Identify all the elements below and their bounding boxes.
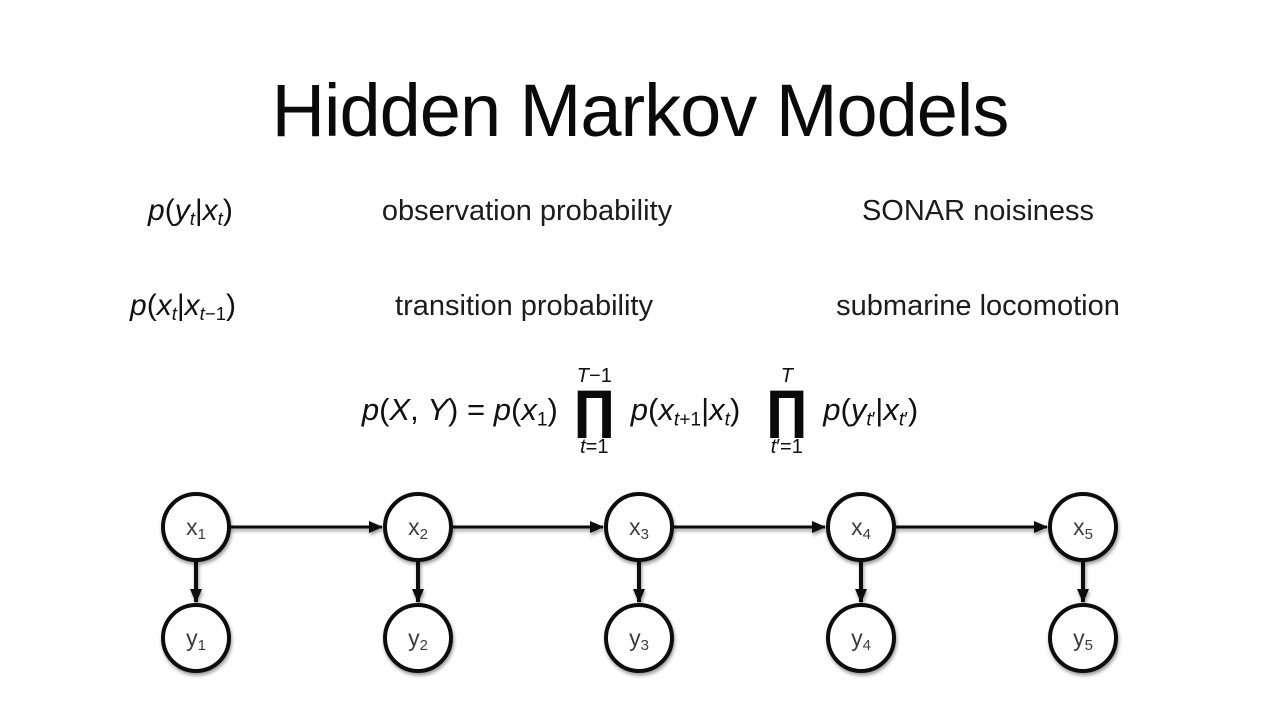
product-symbol-icon: ∏ bbox=[766, 381, 808, 442]
diagram-node-y5 bbox=[1048, 603, 1118, 673]
transition-row: p(xt|xt−1) transition probability submar… bbox=[0, 281, 1280, 331]
diagram-node-label-y5: y5 bbox=[1073, 625, 1093, 654]
diagram-node-label-x4: x4 bbox=[851, 514, 871, 543]
observation-formula: p(yt|xt) bbox=[148, 194, 233, 230]
diagram-node-x2 bbox=[383, 492, 453, 562]
transition-formula: p(xt|xt−1) bbox=[130, 289, 237, 325]
transition-label: transition probability bbox=[395, 290, 653, 322]
diagram-node-label-y1: y1 bbox=[186, 625, 206, 654]
product-operator-transitions: T−1 ∏ t=1 bbox=[574, 366, 615, 457]
diagram-node-x5 bbox=[1048, 492, 1118, 562]
joint-probability-equation: p(X, Y) = p(x1) T−1 ∏ t=1 p(xt+1|xt) T ∏… bbox=[0, 352, 1280, 472]
diagram-node-x3 bbox=[604, 492, 674, 562]
diagram-node-y2 bbox=[383, 603, 453, 673]
observation-example: SONAR noisiness bbox=[861, 195, 1095, 227]
diagram-node-label-y3: y3 bbox=[629, 625, 649, 654]
product-upper-limit: T−1 bbox=[576, 365, 612, 388]
observation-row: p(yt|xt) observation probability SONAR n… bbox=[0, 186, 1280, 236]
diagram-node-label-x3: x3 bbox=[629, 514, 649, 543]
product-symbol-icon: ∏ bbox=[573, 381, 615, 442]
equation-transition-term: p(xt+1|xt) bbox=[630, 392, 741, 431]
diagram-node-y4 bbox=[826, 603, 896, 673]
diagram-node-y1 bbox=[161, 603, 231, 673]
diagram-node-x1 bbox=[161, 492, 231, 562]
diagram-node-label-y4: y4 bbox=[851, 625, 871, 654]
diagram-node-label-x2: x2 bbox=[408, 514, 428, 543]
diagram-node-label-x1: x1 bbox=[186, 514, 206, 543]
diagram-node-x4 bbox=[826, 492, 896, 562]
diagram-node-y3 bbox=[604, 603, 674, 673]
diagram-node-label-y2: y2 bbox=[408, 625, 428, 654]
product-operator-observations: T ∏ t′=1 bbox=[766, 366, 807, 457]
product-upper-limit: T bbox=[780, 365, 793, 388]
transition-example: submarine locomotion bbox=[836, 290, 1120, 322]
equation-lhs: p(X, Y) = p(x1) bbox=[361, 392, 558, 431]
observation-label: observation probability bbox=[381, 195, 673, 227]
diagram-node-label-x5: x5 bbox=[1073, 514, 1093, 543]
product-lower-limit: t′=1 bbox=[770, 435, 803, 458]
equation-observation-term: p(yt′|xt′) bbox=[823, 392, 919, 431]
page-title: Hidden Markov Models bbox=[271, 69, 1010, 152]
product-lower-limit: t=1 bbox=[580, 435, 609, 458]
